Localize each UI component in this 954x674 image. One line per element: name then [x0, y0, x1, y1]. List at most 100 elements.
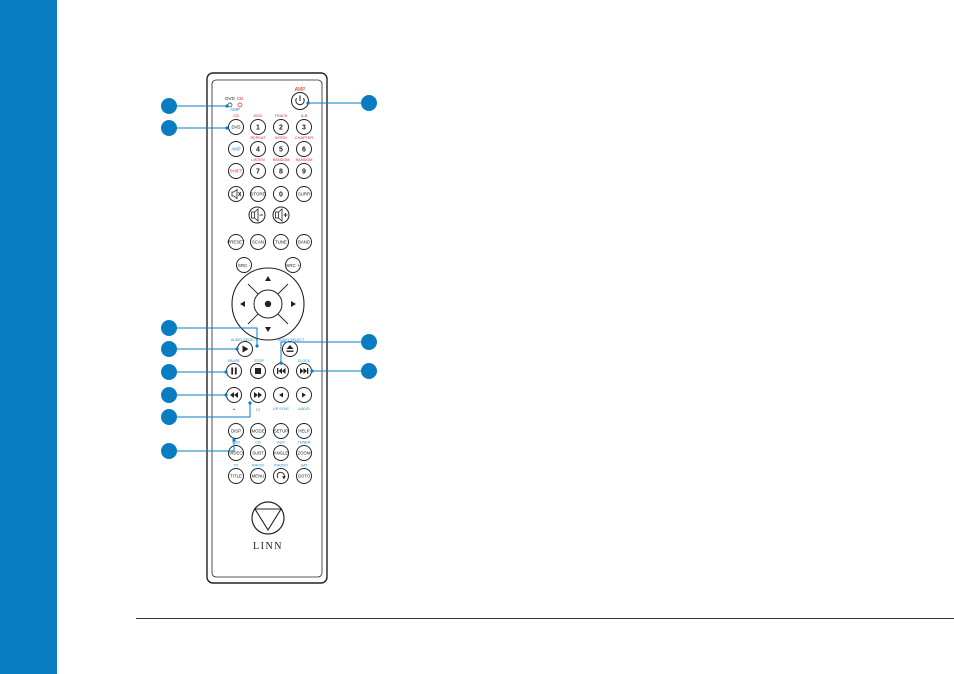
- next-top-label: CLOCK: [298, 359, 311, 363]
- caret-right-icon: [302, 392, 306, 398]
- mode-led-right: [237, 102, 243, 108]
- previous-button[interactable]: [273, 363, 289, 379]
- angle-button[interactable]: ANGLE: [273, 445, 289, 461]
- a-b-secondary-label: A-B: [301, 114, 308, 118]
- preset-button[interactable]: PRESET: [227, 234, 245, 250]
- source-plus-button[interactable]: SRC +: [285, 257, 301, 273]
- 6-button[interactable]: 6: [296, 141, 312, 157]
- source-minus-button[interactable]: SRC -: [236, 257, 252, 273]
- volume-down-button[interactable]: [248, 206, 266, 224]
- dpad-down-icon[interactable]: [265, 327, 271, 332]
- mode-button[interactable]: MODE: [250, 423, 266, 439]
- zoom-label: ZOOM: [298, 451, 311, 456]
- callout-marker: [161, 443, 177, 459]
- band-button[interactable]: BAND: [296, 234, 312, 250]
- footer-rule: [136, 618, 954, 619]
- rewind-sub-icon: ⌖: [233, 407, 236, 413]
- stop-icon: [255, 368, 261, 374]
- tune-button[interactable]: TUNE: [273, 234, 289, 250]
- pause-icon: [231, 367, 234, 375]
- track-secondary-label: TRACK: [275, 114, 288, 118]
- video-button[interactable]: VIDEO: [228, 445, 244, 461]
- 7-button[interactable]: 7: [250, 163, 266, 179]
- 8-label: 8: [279, 169, 283, 176]
- title-label: TITLE: [230, 474, 242, 479]
- surr-button[interactable]: SURR: [296, 186, 312, 202]
- dpad-left-icon[interactable]: [240, 301, 245, 307]
- rewind-button[interactable]: [226, 387, 242, 403]
- power-label: AMP: [295, 87, 307, 93]
- stop-button[interactable]: [250, 363, 266, 379]
- callout-marker: [161, 98, 177, 114]
- power-button[interactable]: [291, 92, 309, 110]
- disp-button[interactable]: DISP: [228, 423, 244, 439]
- volume-up-button[interactable]: [272, 206, 290, 224]
- dpad-up-icon[interactable]: [265, 276, 271, 281]
- mode-amp-label: AMP: [230, 107, 240, 112]
- setup-button[interactable]: SETUP: [273, 423, 289, 439]
- callouts: [169, 102, 369, 452]
- chapter-secondary-label: CHAPTER: [295, 136, 313, 140]
- 0-button[interactable]: 0: [273, 186, 289, 202]
- store-button[interactable]: STORE: [250, 186, 266, 202]
- 2-label: 2: [279, 125, 283, 132]
- callout-marker: [161, 320, 177, 336]
- pause-top-label: PAUSE: [228, 359, 241, 363]
- 4-button[interactable]: 4: [250, 141, 266, 157]
- zoom-button[interactable]: ZOOM: [296, 445, 312, 461]
- dpad-right-icon[interactable]: [291, 301, 296, 307]
- fast-forward-button[interactable]: [250, 387, 266, 403]
- 8-button[interactable]: 8: [273, 163, 289, 179]
- random-secondary-label: RANDOM: [296, 158, 313, 162]
- eject-button[interactable]: [282, 341, 298, 357]
- tuner-secondary-label: TUNER: [297, 441, 310, 445]
- 3-label: 3: [302, 125, 306, 132]
- ff-sub-icon: ▭: [256, 407, 261, 413]
- 1-button[interactable]: 1: [250, 119, 266, 135]
- brand-wordmark: LINN: [253, 541, 283, 552]
- subt-button[interactable]: SUBT: [250, 445, 266, 461]
- amp-button[interactable]: AMP: [228, 141, 244, 157]
- help-button[interactable]: HELP: [296, 423, 312, 439]
- 3-button[interactable]: 3: [296, 119, 312, 135]
- mode-cd-label: CD: [237, 96, 244, 101]
- return-button[interactable]: [273, 468, 289, 484]
- tv-secondary-label: TV: [234, 464, 239, 468]
- cd-secondary-label: CD: [255, 441, 261, 445]
- lipsync-right-button[interactable]: [296, 387, 312, 403]
- dvd-button[interactable]: DVD: [228, 119, 244, 135]
- next-icon: [300, 368, 307, 374]
- scan-button[interactable]: SCAN: [250, 234, 266, 250]
- help-label: HELP: [298, 429, 309, 434]
- fast-forward-icon: [254, 392, 262, 398]
- callout-markers: [161, 95, 377, 459]
- setup-label: SETUP: [274, 429, 288, 434]
- tuner-row: PRESET SCAN TUNE BAND: [227, 234, 312, 250]
- 2-button[interactable]: 2: [273, 119, 289, 135]
- cd-secondary-label: CD: [233, 114, 239, 118]
- goto-button[interactable]: GOTO: [296, 468, 312, 484]
- menu-label: MENU: [252, 474, 265, 479]
- play-icon: [242, 345, 249, 353]
- svg-text:SRC +: SRC +: [286, 263, 300, 268]
- eject-top-label: AUDIO SELECT: [278, 338, 305, 342]
- scan-label: SCAN: [252, 240, 264, 245]
- play-button[interactable]: [237, 341, 253, 357]
- pause-button[interactable]: [226, 363, 242, 379]
- 4-label: 4: [256, 147, 260, 154]
- 9-button[interactable]: 9: [296, 163, 312, 179]
- title-button[interactable]: TITLE: [228, 468, 244, 484]
- callout-marker: [161, 364, 177, 380]
- sat-secondary-label: SAT: [300, 464, 308, 468]
- goto-label: GOTO: [298, 474, 311, 479]
- next-button[interactable]: [296, 363, 312, 379]
- band-label: BAND: [298, 240, 310, 245]
- mute-button[interactable]: [228, 186, 244, 202]
- menu-button[interactable]: MENU: [250, 468, 266, 484]
- osd-secondary-label: OSD: [232, 441, 240, 445]
- lipsync-left-button[interactable]: [273, 387, 289, 403]
- shift-button[interactable]: SHIFT: [228, 163, 244, 179]
- 5-button[interactable]: 5: [273, 141, 289, 157]
- disp-label: DISP: [231, 429, 241, 434]
